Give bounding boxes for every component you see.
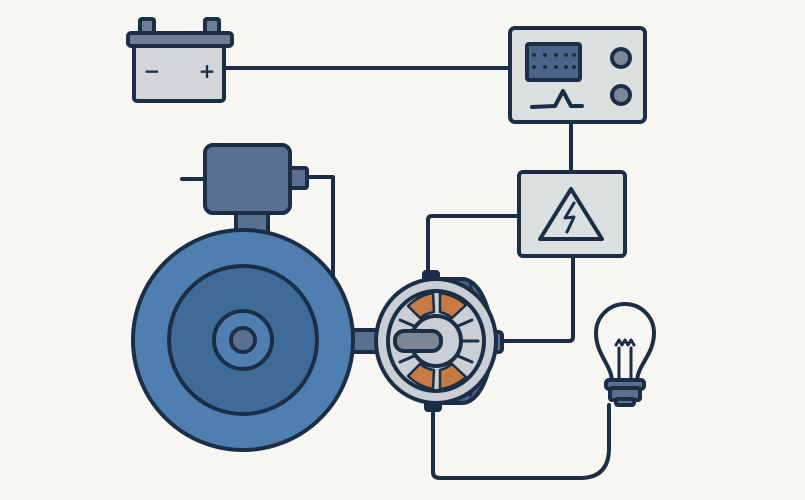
panel-knob-top [610, 47, 632, 69]
high-voltage-warning-icon [517, 170, 627, 258]
control-panel-icon [508, 26, 647, 124]
battery-icon [126, 17, 234, 103]
generator-wheel-icon [131, 228, 355, 452]
wires [223, 66, 611, 480]
wire-warning-to-stator-side [498, 254, 575, 343]
battery-negative-label: − [144, 59, 161, 83]
panel-knob-bottom [610, 84, 632, 106]
light-bulb-icon [594, 302, 656, 407]
motor-icon [180, 143, 309, 238]
stator-rotor-icon [374, 270, 504, 412]
wire-stator-to-bulb [431, 403, 611, 480]
waveform [530, 89, 584, 109]
wire-motor-to-stator [305, 175, 335, 277]
battery-positive-label: + [199, 59, 216, 83]
wire-warning-to-stator-top [426, 214, 521, 277]
